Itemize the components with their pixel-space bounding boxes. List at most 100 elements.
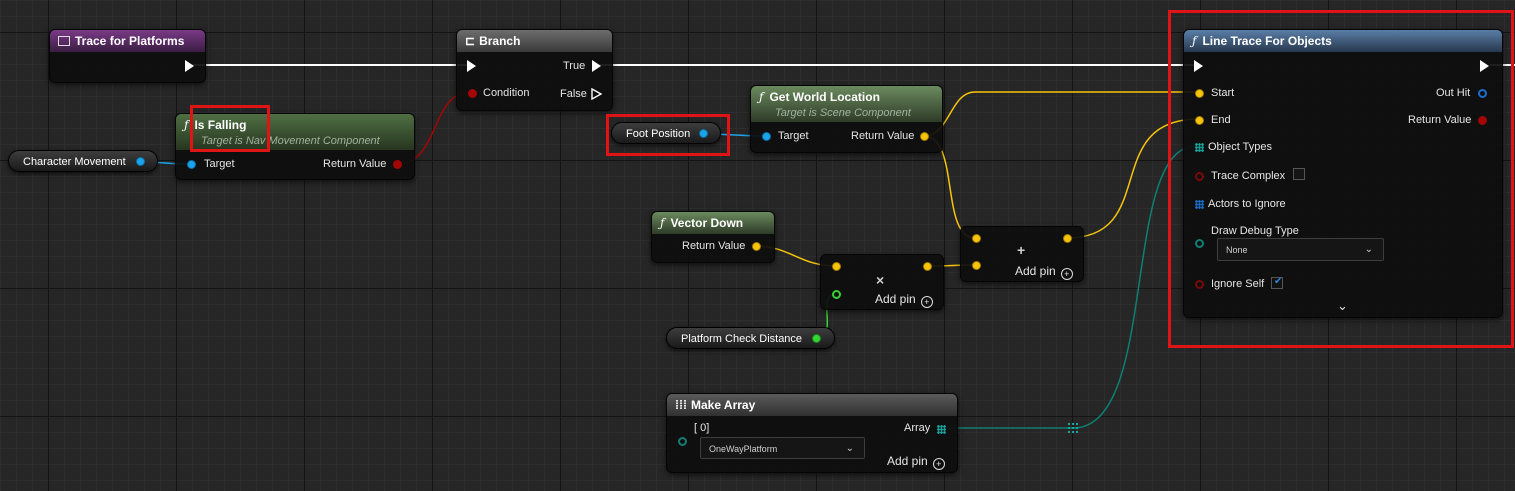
end-label: End <box>1211 114 1231 126</box>
vector-out-pin[interactable] <box>1063 234 1072 243</box>
ignore-self-label: Ignore Self <box>1211 278 1265 290</box>
variable-label: Foot Position <box>626 128 691 140</box>
condition-pin[interactable] <box>468 89 477 98</box>
target-label: Target <box>778 130 809 142</box>
trace-complex-checkbox[interactable] <box>1293 168 1305 180</box>
start-pin[interactable] <box>1195 89 1204 98</box>
ignore-self-pin[interactable] <box>1195 280 1204 289</box>
index-label: [ 0] <box>694 422 710 434</box>
dropdown-value: None <box>1226 245 1248 255</box>
trace-complex-pin[interactable] <box>1195 172 1204 181</box>
object-type-in-pin[interactable] <box>678 437 687 446</box>
node-title: Branch <box>479 34 521 48</box>
actors-to-ignore-pin[interactable] <box>1195 200 1204 209</box>
actors-to-ignore-label: Actors to Ignore <box>1208 198 1286 210</box>
return-value-pin[interactable] <box>920 132 929 141</box>
false-exec-pin[interactable] <box>591 88 602 100</box>
node-title: Make Array <box>691 398 756 412</box>
add-node[interactable]: + Add pin + <box>960 226 1084 282</box>
exec-out-pin[interactable] <box>1480 60 1489 72</box>
vector-out-pin[interactable] <box>923 262 932 271</box>
highlight-foot-position <box>606 114 730 156</box>
return-value-label: Return Value <box>1408 114 1472 126</box>
branch-icon: ⊏ <box>465 34 476 48</box>
add-pin-button[interactable]: Add pin + <box>875 292 933 308</box>
branch-node[interactable]: ⊏Branch True Condition False <box>456 29 613 111</box>
function-icon: ƒ <box>660 216 665 230</box>
object-out-pin[interactable] <box>136 157 145 166</box>
draw-debug-type-dropdown[interactable]: None ⌄ <box>1217 238 1384 261</box>
array-out-pin[interactable] <box>937 425 946 434</box>
trace-for-platforms-node[interactable]: Trace for Platforms <box>49 29 206 83</box>
vector-in-pin-b[interactable] <box>972 261 981 270</box>
function-icon: ƒ <box>184 118 189 132</box>
exec-in-pin[interactable] <box>467 60 476 72</box>
object-type-dropdown[interactable]: OneWayPlatform ⌄ <box>700 437 865 459</box>
node-title: Trace for Platforms <box>75 34 185 48</box>
reroute-grid-icon <box>1068 423 1078 433</box>
add-pin-button[interactable]: Add pin+ <box>887 454 945 470</box>
node-header: Trace for Platforms <box>50 30 205 52</box>
highlight-is-falling <box>190 105 270 152</box>
object-types-pin[interactable] <box>1195 143 1204 152</box>
add-pin-label: Add pin <box>887 454 928 468</box>
multiply-node[interactable]: × Add pin+ <box>820 254 944 310</box>
dropdown-value: OneWayPlatform <box>709 444 778 454</box>
node-header: ƒ Vector Down <box>652 212 774 234</box>
chevron-down-icon[interactable]: ⌄ <box>1337 298 1348 313</box>
ignore-self-checkbox[interactable]: ✔ <box>1271 276 1283 289</box>
target-pin[interactable] <box>187 160 196 169</box>
return-value-pin[interactable] <box>393 160 402 169</box>
foot-position-variable[interactable]: Foot Position <box>611 122 721 144</box>
platform-check-distance-variable[interactable]: Platform Check Distance <box>666 327 835 349</box>
draw-debug-type-pin[interactable] <box>1195 239 1204 248</box>
return-value-label: Return Value <box>851 130 915 142</box>
character-movement-variable[interactable]: Character Movement <box>8 150 158 172</box>
event-icon <box>58 36 70 46</box>
make-array-node[interactable]: ⁞⁞⁞Make Array [ 0] Array OneWayPlatform … <box>666 393 958 473</box>
exec-in-pin[interactable] <box>1194 60 1203 72</box>
return-value-label: Return Value <box>323 158 387 170</box>
float-in-pin[interactable] <box>832 290 841 299</box>
return-value-pin[interactable] <box>1478 116 1487 125</box>
exec-out-pin[interactable] <box>185 60 194 72</box>
highlight-line-trace <box>1168 10 1514 348</box>
vector-in-pin[interactable] <box>832 262 841 271</box>
out-hit-pin[interactable] <box>1478 89 1487 98</box>
target-label: Target <box>204 158 235 170</box>
float-out-pin[interactable] <box>812 334 821 343</box>
add-pin-label: Add pin <box>875 292 916 306</box>
out-hit-label: Out Hit <box>1436 87 1471 99</box>
add-pin-button[interactable]: Add pin + <box>1015 264 1073 280</box>
vector-down-node[interactable]: ƒ Vector Down Return Value <box>651 211 775 263</box>
vector-in-pin-a[interactable] <box>972 234 981 243</box>
function-icon: ƒ <box>1192 34 1197 48</box>
variable-label: Character Movement <box>23 156 126 168</box>
add-icon: + <box>920 296 933 308</box>
add-pin-label: Add pin <box>1015 264 1056 278</box>
variable-label: Platform Check Distance <box>681 333 803 345</box>
node-subtitle: Target is Nav Movement Component <box>201 135 380 147</box>
target-pin[interactable] <box>762 132 771 141</box>
add-icon: + <box>1060 268 1073 280</box>
node-title: Vector Down <box>670 216 744 230</box>
return-value-pin[interactable] <box>752 242 761 251</box>
function-icon: ƒ <box>759 90 764 104</box>
array-label: Array <box>904 422 931 434</box>
trace-complex-label: Trace Complex <box>1211 170 1286 182</box>
true-exec-pin[interactable] <box>592 60 601 72</box>
node-header: ⁞⁞⁞Make Array <box>667 394 957 416</box>
false-label: False <box>560 88 587 100</box>
object-out-pin[interactable] <box>699 129 708 138</box>
node-header: ⊏Branch <box>457 30 612 52</box>
object-types-label: Object Types <box>1208 141 1272 153</box>
node-subtitle: Target is Scene Component <box>775 107 911 119</box>
end-pin[interactable] <box>1195 116 1204 125</box>
return-value-label: Return Value <box>682 240 746 252</box>
